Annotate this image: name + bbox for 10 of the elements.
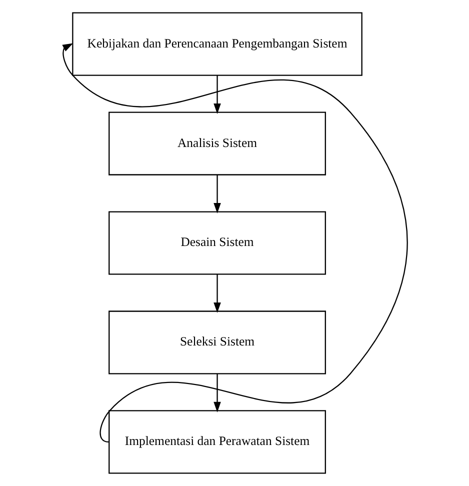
arrow [213, 174, 220, 214]
node-box: Implementasi dan Perawatan Sistem [108, 410, 326, 474]
arrow [213, 374, 220, 412]
node-box: Kebijakan dan Perencanaan Pengembangan Sistem [72, 12, 362, 76]
node-box: Seleksi Sistem [108, 310, 326, 374]
node-box: Desain Sistem [108, 211, 326, 275]
arrow [62, 43, 408, 442]
arrow [213, 274, 220, 313]
node-box: Analisis Sistem [108, 112, 326, 176]
arrow [213, 75, 220, 114]
